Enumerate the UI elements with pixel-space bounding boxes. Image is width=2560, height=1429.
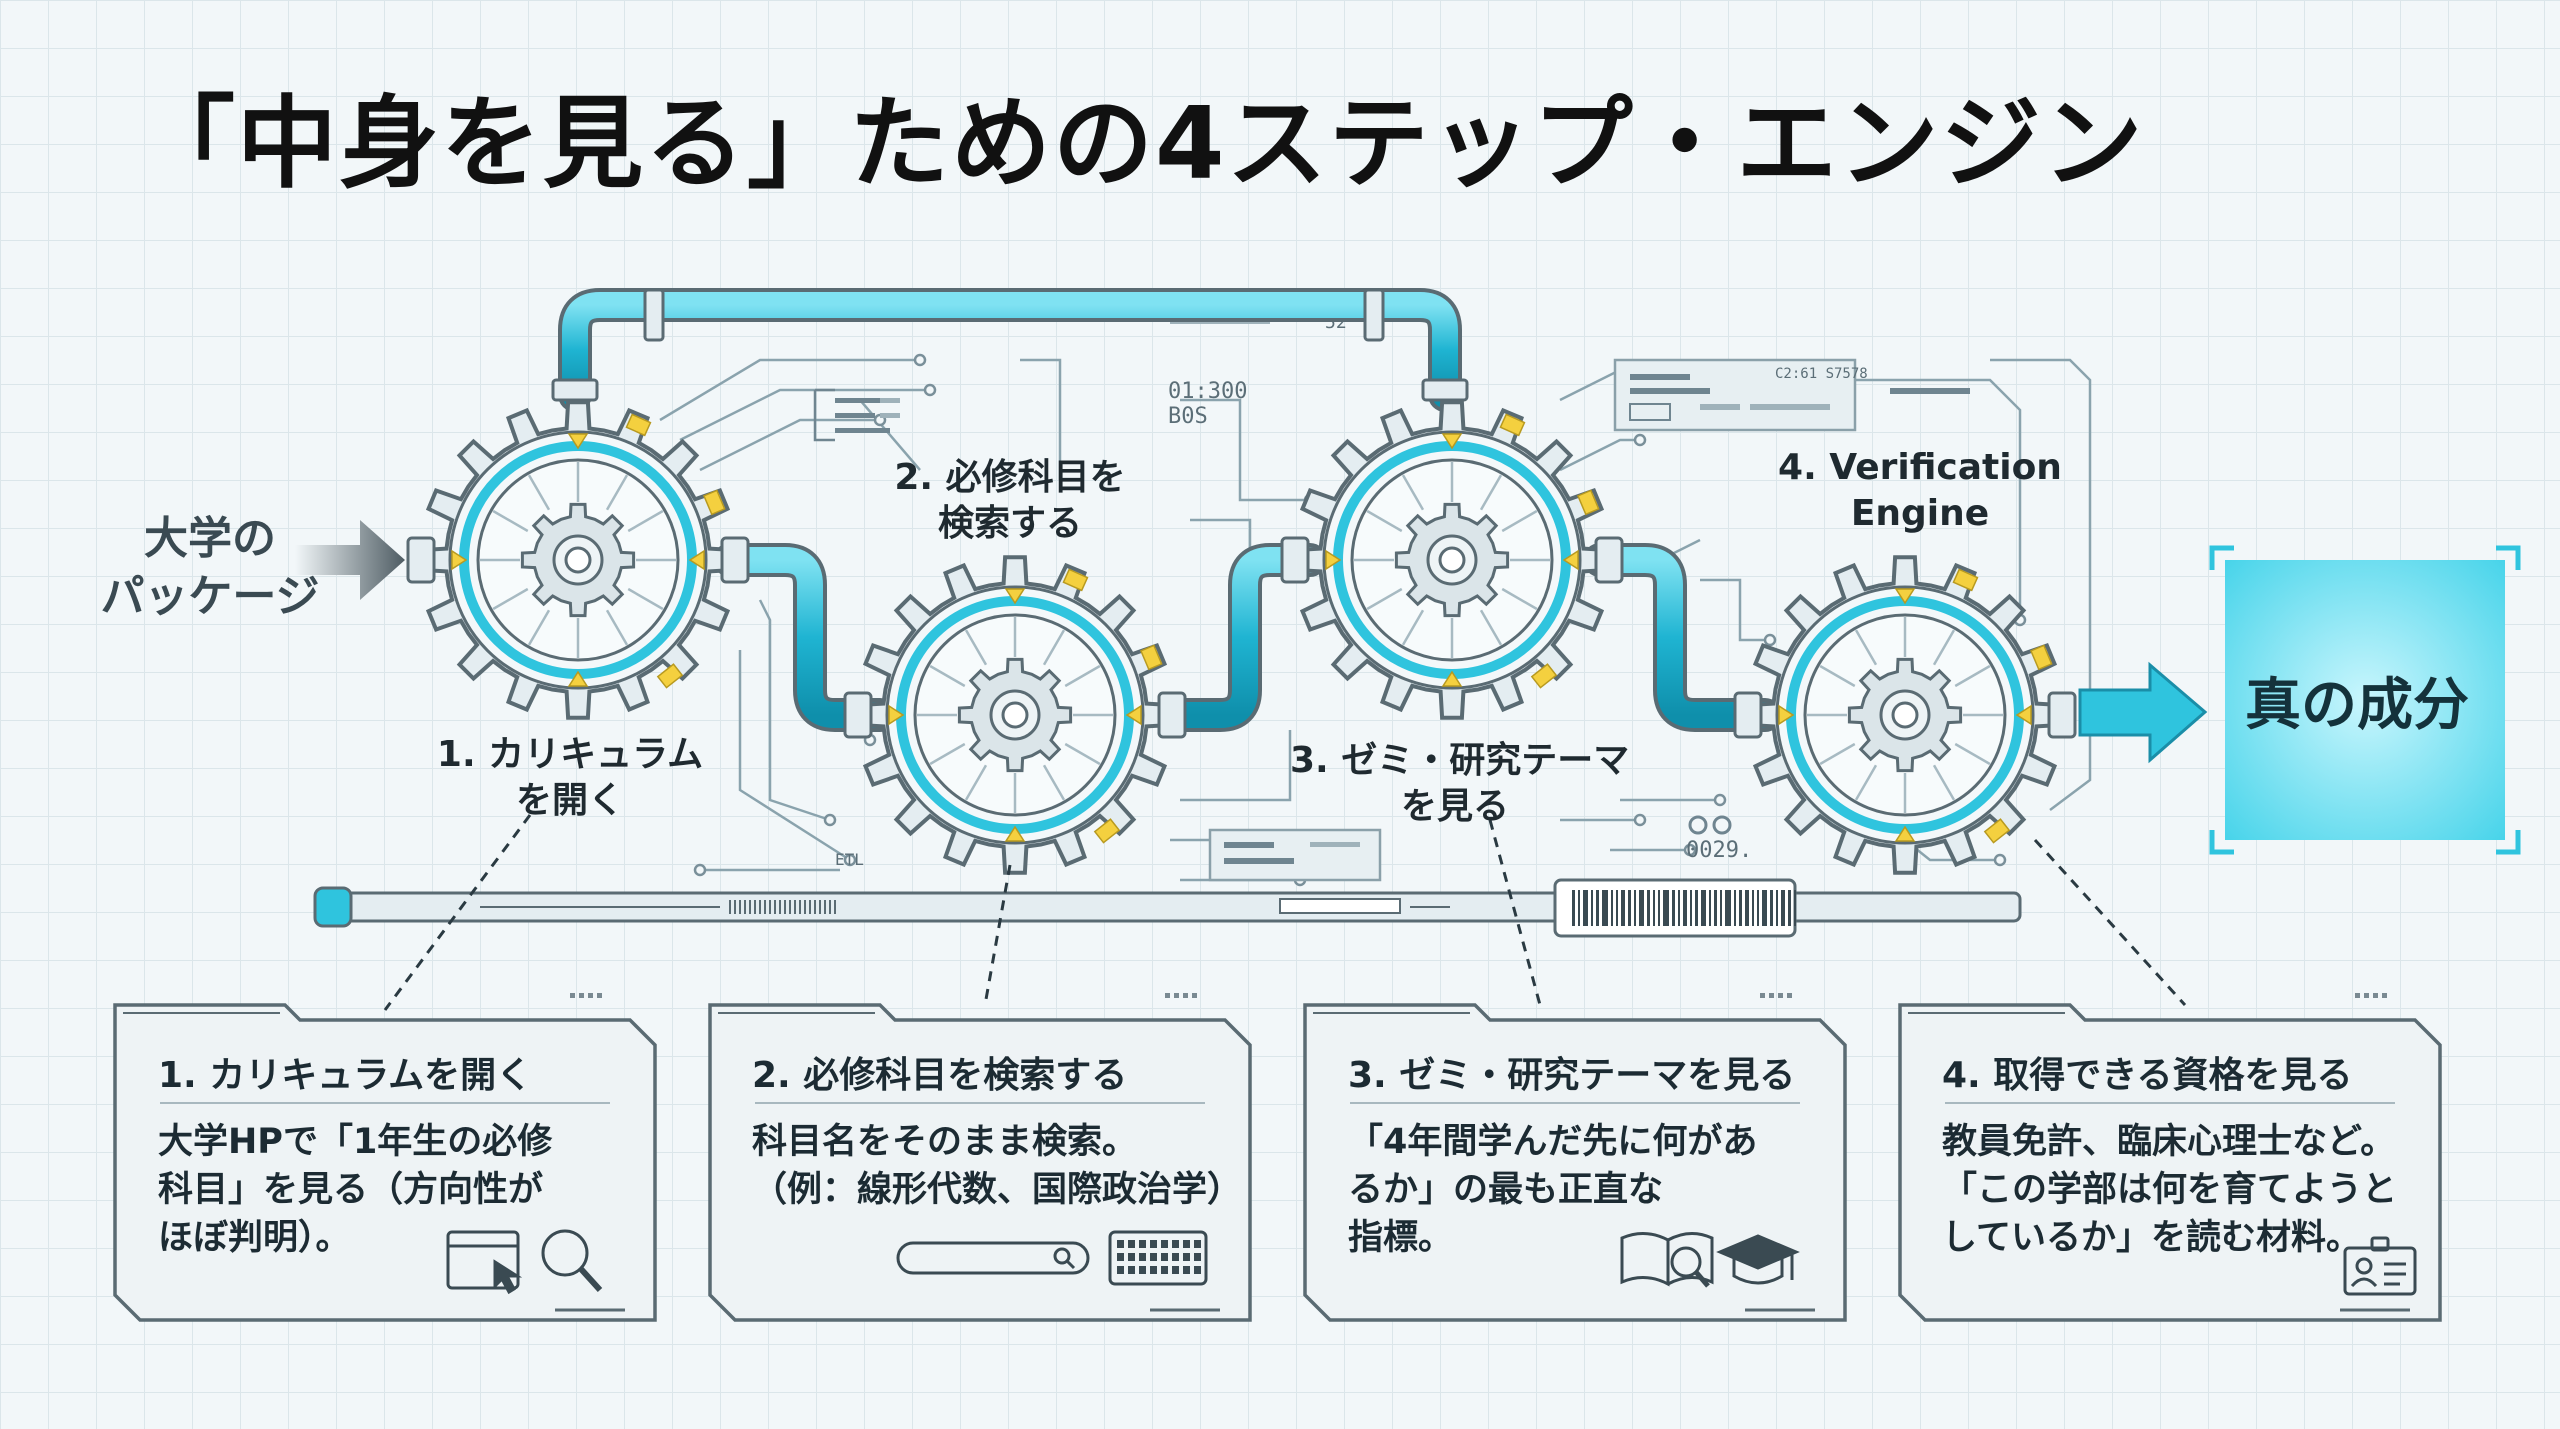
- readout-text-1: 01:300: [1168, 379, 1247, 404]
- book-magnifier-icon: [1620, 1232, 1714, 1288]
- card-4-title: 4. 取得できる資格を見る: [1942, 1055, 2353, 1096]
- card-1-frame: [113, 993, 657, 1322]
- gear-label-3: 3. ゼミ・研究テーマを見る: [1290, 740, 1630, 827]
- card-4-body: 教員免許、臨床心理士など。「この学部は何を育てようとしているか」を読む材料。: [1942, 1122, 2398, 1258]
- card-2-frame: [708, 993, 1252, 1322]
- card-1-body: 大学HPで「1年生の必修科目」を見る（方向性がほぼ判明）。: [158, 1122, 553, 1258]
- gear-1: [406, 400, 750, 720]
- readout-text-2: B0S: [1168, 404, 1208, 429]
- card-2-title: 2. 必修科目を検索する: [752, 1055, 1128, 1096]
- gear-group: [406, 400, 2077, 875]
- gear-4: [1733, 555, 2077, 875]
- dashed-connectors: [383, 814, 2187, 1011]
- pipe-flanges: [551, 288, 1469, 402]
- card-1-title: 1. カリキュラムを開く: [158, 1055, 533, 1096]
- bottom-rail: [313, 878, 2022, 938]
- card-3-frame: [1303, 993, 1847, 1322]
- card-4-frame: [1898, 993, 2442, 1322]
- card-icons: [446, 1229, 2417, 1296]
- id-card-icon: [2343, 1236, 2417, 1296]
- gear-2: [843, 555, 1187, 875]
- input-arrow-icon: [295, 520, 405, 600]
- graduation-cap-icon: [1716, 1234, 1800, 1285]
- card-3-title: 3. ゼミ・研究テーマを見る: [1348, 1055, 1796, 1096]
- page-title: 「中身を見る」ための4ステップ・エンジン: [135, 85, 2145, 202]
- card-2-body: 科目名をそのまま検索。（例：線形代数、国際政治学）: [752, 1122, 1243, 1210]
- browser-window-icon: [446, 1230, 523, 1295]
- gear-label-2: 2. 必修科目を検索する: [894, 457, 1126, 544]
- keyboard-icon: [1108, 1230, 1208, 1286]
- led-indicators: [1688, 815, 1732, 835]
- input-label: 大学の パッケージ: [100, 513, 320, 622]
- gear-3: [1280, 400, 1624, 720]
- readout-panel-bottom: [1208, 828, 1382, 882]
- card-frames: [113, 993, 2442, 1322]
- readout-text-3: C2:61 S7578: [1775, 366, 1868, 382]
- readout-text-5: ETL: [835, 850, 864, 869]
- readout-text-4: 0029.: [1686, 838, 1752, 863]
- barcode: [1572, 890, 1796, 926]
- card-3-body: 「4年間学んだ先に何があるか」の最も正直な指標。: [1348, 1122, 1758, 1258]
- gear-label-1: 1. カリキュラムを開く: [436, 734, 704, 821]
- output-label: 真の成分: [2245, 673, 2469, 738]
- search-bar-icon: [896, 1241, 1090, 1275]
- output-arrow-icon: [2078, 661, 2208, 764]
- output-box: [2209, 545, 2521, 855]
- readout-panel-top-left: [813, 388, 900, 442]
- pipes: [558, 288, 1782, 732]
- magnifier-icon: [541, 1229, 603, 1293]
